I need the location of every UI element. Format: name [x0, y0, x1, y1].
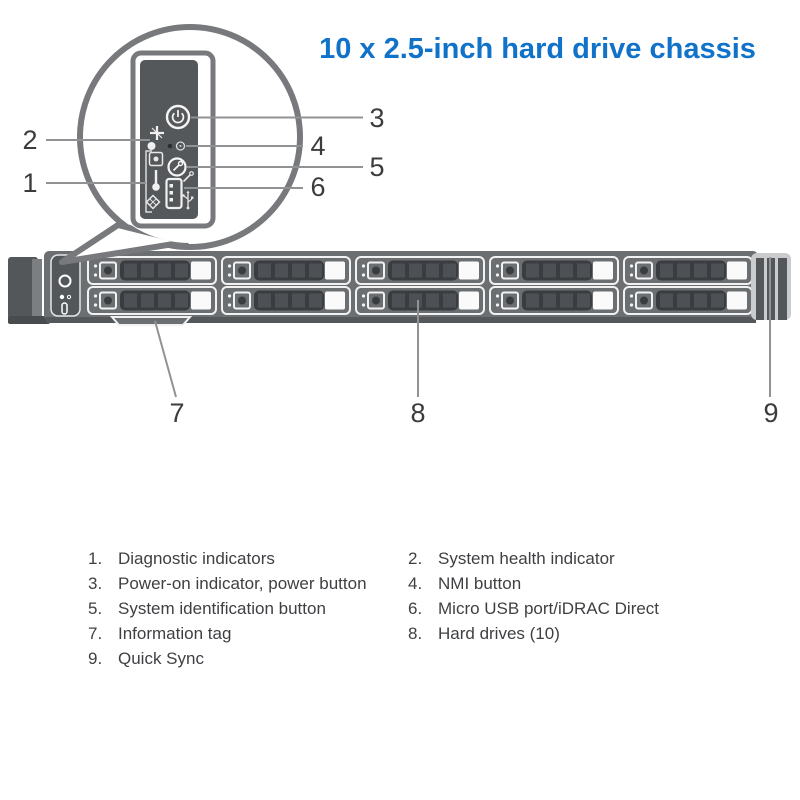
legend-item-text: Micro USB port/iDRAC Direct	[438, 599, 660, 618]
callout-number-6: 6	[310, 172, 326, 202]
legend-item-7: 7. Information tag	[88, 621, 403, 646]
callout-number-1: 1	[22, 168, 38, 198]
legend-item-8: 8. Hard drives (10)	[408, 621, 758, 646]
callout-number-8: 8	[410, 398, 426, 428]
legend-item-number: 6.	[408, 599, 423, 618]
legend-item-number: 2.	[408, 549, 423, 568]
nmi-button-icon	[167, 141, 186, 151]
legend-item-2: 2. System health indicator	[408, 546, 758, 571]
leader-line-7	[154, 320, 177, 398]
system-health-icon	[147, 126, 164, 150]
legend-item-number: 8.	[408, 624, 423, 643]
callout-number-2: 2	[22, 125, 38, 155]
legend-item-number: 1.	[88, 549, 103, 568]
drive-indicator-icon	[148, 151, 164, 167]
server-chassis	[8, 251, 791, 326]
leader-lines	[46, 116, 771, 398]
legend-item-number: 4.	[408, 574, 423, 593]
legend-item-number: 9.	[88, 649, 103, 668]
left-rack-ear	[8, 257, 50, 324]
legend-item-text: NMI button	[438, 574, 522, 593]
diagnostic-indicators	[145, 150, 164, 213]
information-tag	[109, 316, 193, 326]
callout-number-7: 7	[169, 398, 185, 428]
legend-column-right: 2. System health indicator 4. NMI button…	[408, 546, 758, 646]
power-button-icon	[165, 104, 191, 130]
legend-item-9: 9. Quick Sync	[88, 646, 403, 671]
electrical-indicator-icon	[145, 194, 161, 210]
callout-bubble	[59, 24, 303, 265]
legend-item-text: Information tag	[118, 624, 232, 643]
callout-number-9: 9	[763, 398, 779, 428]
power-button	[58, 274, 72, 288]
legend-item-text: Diagnostic indicators	[118, 549, 275, 568]
legend-item-number: 3.	[88, 574, 103, 593]
callout-number-4: 4	[310, 131, 326, 161]
callout-number-5: 5	[369, 152, 385, 182]
legend-item-text: Hard drives (10)	[438, 624, 560, 643]
legend-item-5: 5. System identification button	[88, 596, 403, 621]
chassis-diagram	[8, 24, 791, 398]
legend-column-left: 1. Diagnostic indicators 3. Power-on ind…	[88, 546, 403, 671]
page-title: 10 x 2.5-inch hard drive chassis	[319, 33, 756, 65]
legend-item-text: System health indicator	[438, 549, 615, 568]
legend-item-text: System identification button	[118, 599, 326, 618]
temperature-indicator-icon	[152, 170, 160, 191]
callout-number-3: 3	[369, 103, 385, 133]
legend-item-number: 5.	[88, 599, 103, 618]
legend-item-1: 1. Diagnostic indicators	[88, 546, 403, 571]
system-id-icon	[167, 157, 187, 177]
legend-item-6: 6. Micro USB port/iDRAC Direct	[408, 596, 758, 621]
legend-item-4: 4. NMI button	[408, 571, 758, 596]
front-control-strip	[50, 254, 81, 317]
legend-item-text: Power-on indicator, power button	[118, 574, 367, 593]
legend-item-number: 7.	[88, 624, 103, 643]
legend-item-text: Quick Sync	[118, 649, 204, 668]
legend-item-3: 3. Power-on indicator, power button	[88, 571, 403, 596]
micro-usb-icon	[165, 171, 194, 210]
